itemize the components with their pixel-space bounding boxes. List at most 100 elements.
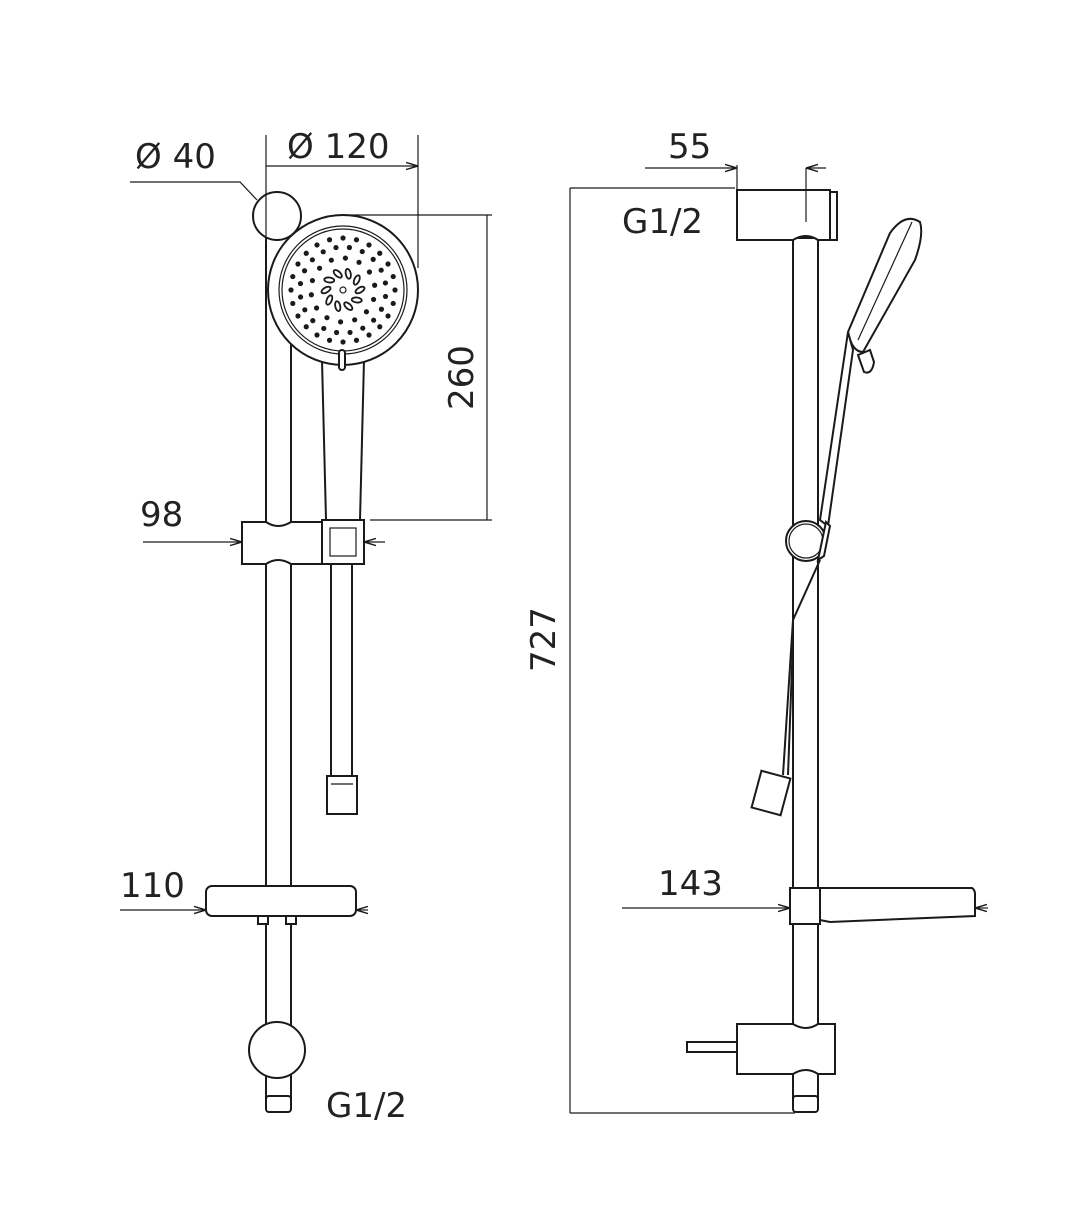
- nozzle-dot: [356, 259, 362, 265]
- label-143: 143: [658, 864, 723, 904]
- label-55: 55: [668, 127, 711, 167]
- side-shelf: [819, 887, 976, 924]
- label-98: 98: [140, 495, 183, 535]
- nozzle-dot: [316, 265, 323, 271]
- shower-head: [267, 214, 419, 371]
- nozzle-slot: [343, 301, 354, 311]
- nozzle-dot: [314, 332, 320, 338]
- bottom-inlet: [265, 1095, 292, 1113]
- nozzle-dot: [378, 267, 384, 273]
- nozzle-dot: [353, 237, 360, 243]
- side-inlet-pin: [686, 1041, 738, 1053]
- nozzle-dot: [392, 287, 398, 293]
- bottom-wall-bracket: [248, 1021, 306, 1079]
- side-top-bracket: [736, 189, 831, 241]
- nozzle-slot: [323, 276, 336, 284]
- nozzle-dot: [314, 242, 320, 248]
- side-hose: [782, 559, 821, 776]
- label-727: 727: [524, 607, 564, 672]
- top-wall-bracket: [252, 191, 302, 241]
- nozzle-dot: [347, 329, 353, 336]
- nozzle-slot: [334, 300, 342, 312]
- nozzle-dot: [340, 339, 346, 345]
- side-bottom-bracket: [736, 1023, 836, 1075]
- label-260: 260: [442, 345, 482, 410]
- nozzle-dot: [326, 337, 333, 343]
- side-slide-rail: [792, 237, 819, 1099]
- label-d40: Ø 40: [135, 137, 216, 177]
- nozzle-dot: [337, 319, 344, 325]
- side-shelf-clamp: [789, 887, 821, 925]
- label-thread-bottom: G1/2: [326, 1086, 407, 1126]
- nozzle-dot: [288, 287, 294, 293]
- nozzle-dot: [313, 305, 320, 311]
- nozzle-dot: [303, 250, 309, 256]
- nozzle-dot: [363, 309, 370, 315]
- nozzle-slot: [354, 285, 366, 295]
- front-view: Ø 40 Ø 120 260 98 110 G1/2: [120, 127, 492, 1126]
- nozzle-dot: [342, 255, 349, 261]
- nozzle-dot: [320, 249, 326, 255]
- label-thread-top: G1/2: [622, 202, 703, 242]
- nozzle-dot: [372, 282, 378, 288]
- nozzle-dot: [370, 256, 376, 262]
- hose-nut: [326, 775, 358, 815]
- nozzle-dot: [366, 269, 373, 275]
- nozzle-dot: [321, 325, 327, 332]
- dim-leader-d40: [130, 181, 258, 201]
- nozzle-dot: [366, 242, 372, 248]
- nozzle-dot: [290, 273, 296, 280]
- nozzle-dot: [309, 277, 316, 284]
- nozzle-slot: [332, 269, 343, 279]
- side-hand-shower: [818, 217, 923, 528]
- nozzle-dot: [382, 280, 389, 286]
- side-view: 55 G1/2 727 143: [524, 127, 988, 1114]
- nozzle-dot: [333, 244, 339, 251]
- soap-dish: [205, 885, 357, 917]
- nozzle-dot: [353, 337, 360, 343]
- nozzle-slot: [344, 268, 352, 280]
- shower-handle: [320, 359, 366, 521]
- nozzle-dot: [340, 235, 346, 241]
- nozzle-dot: [326, 237, 333, 243]
- side-hose-nut: [750, 769, 792, 817]
- nozzle-dot: [390, 273, 396, 280]
- rail-slider: [241, 519, 365, 565]
- nozzle-dot: [303, 324, 309, 330]
- nozzle-dot: [377, 250, 383, 256]
- nozzle-dot: [360, 325, 366, 331]
- nozzle-dot: [346, 244, 353, 251]
- nozzle-dot: [370, 296, 377, 303]
- nozzle-dot: [295, 313, 301, 319]
- nozzle-dot: [310, 318, 316, 324]
- nozzle-dot: [378, 306, 385, 312]
- nozzle-dot: [366, 332, 372, 338]
- hose: [330, 563, 353, 777]
- nozzle-dot: [297, 294, 304, 300]
- nozzle-dot: [309, 257, 315, 263]
- nozzle-dot: [385, 261, 391, 267]
- nozzle-pattern: [288, 235, 398, 345]
- nozzle-dot: [390, 300, 396, 307]
- nozzle-dot: [377, 324, 383, 330]
- nozzle-dot: [297, 280, 304, 287]
- label-d120: Ø 120: [287, 127, 389, 167]
- nozzle-slot: [320, 285, 332, 295]
- nozzle-dot: [333, 329, 340, 336]
- nozzle-dot: [371, 317, 377, 323]
- nozzle-dot: [352, 317, 358, 323]
- nozzle-dot: [385, 313, 391, 319]
- nozzle-dot: [359, 248, 365, 255]
- nozzle-slot: [325, 294, 334, 306]
- nozzle-dot: [295, 261, 301, 267]
- nozzle-dot: [324, 315, 330, 321]
- nozzle-dot: [308, 292, 314, 298]
- nozzle-dot: [302, 307, 308, 313]
- nozzle-dot: [290, 300, 296, 307]
- nozzle-dot: [328, 257, 334, 263]
- nozzle-slot: [350, 296, 363, 304]
- label-110: 110: [120, 866, 185, 906]
- nozzle-dot: [382, 293, 389, 300]
